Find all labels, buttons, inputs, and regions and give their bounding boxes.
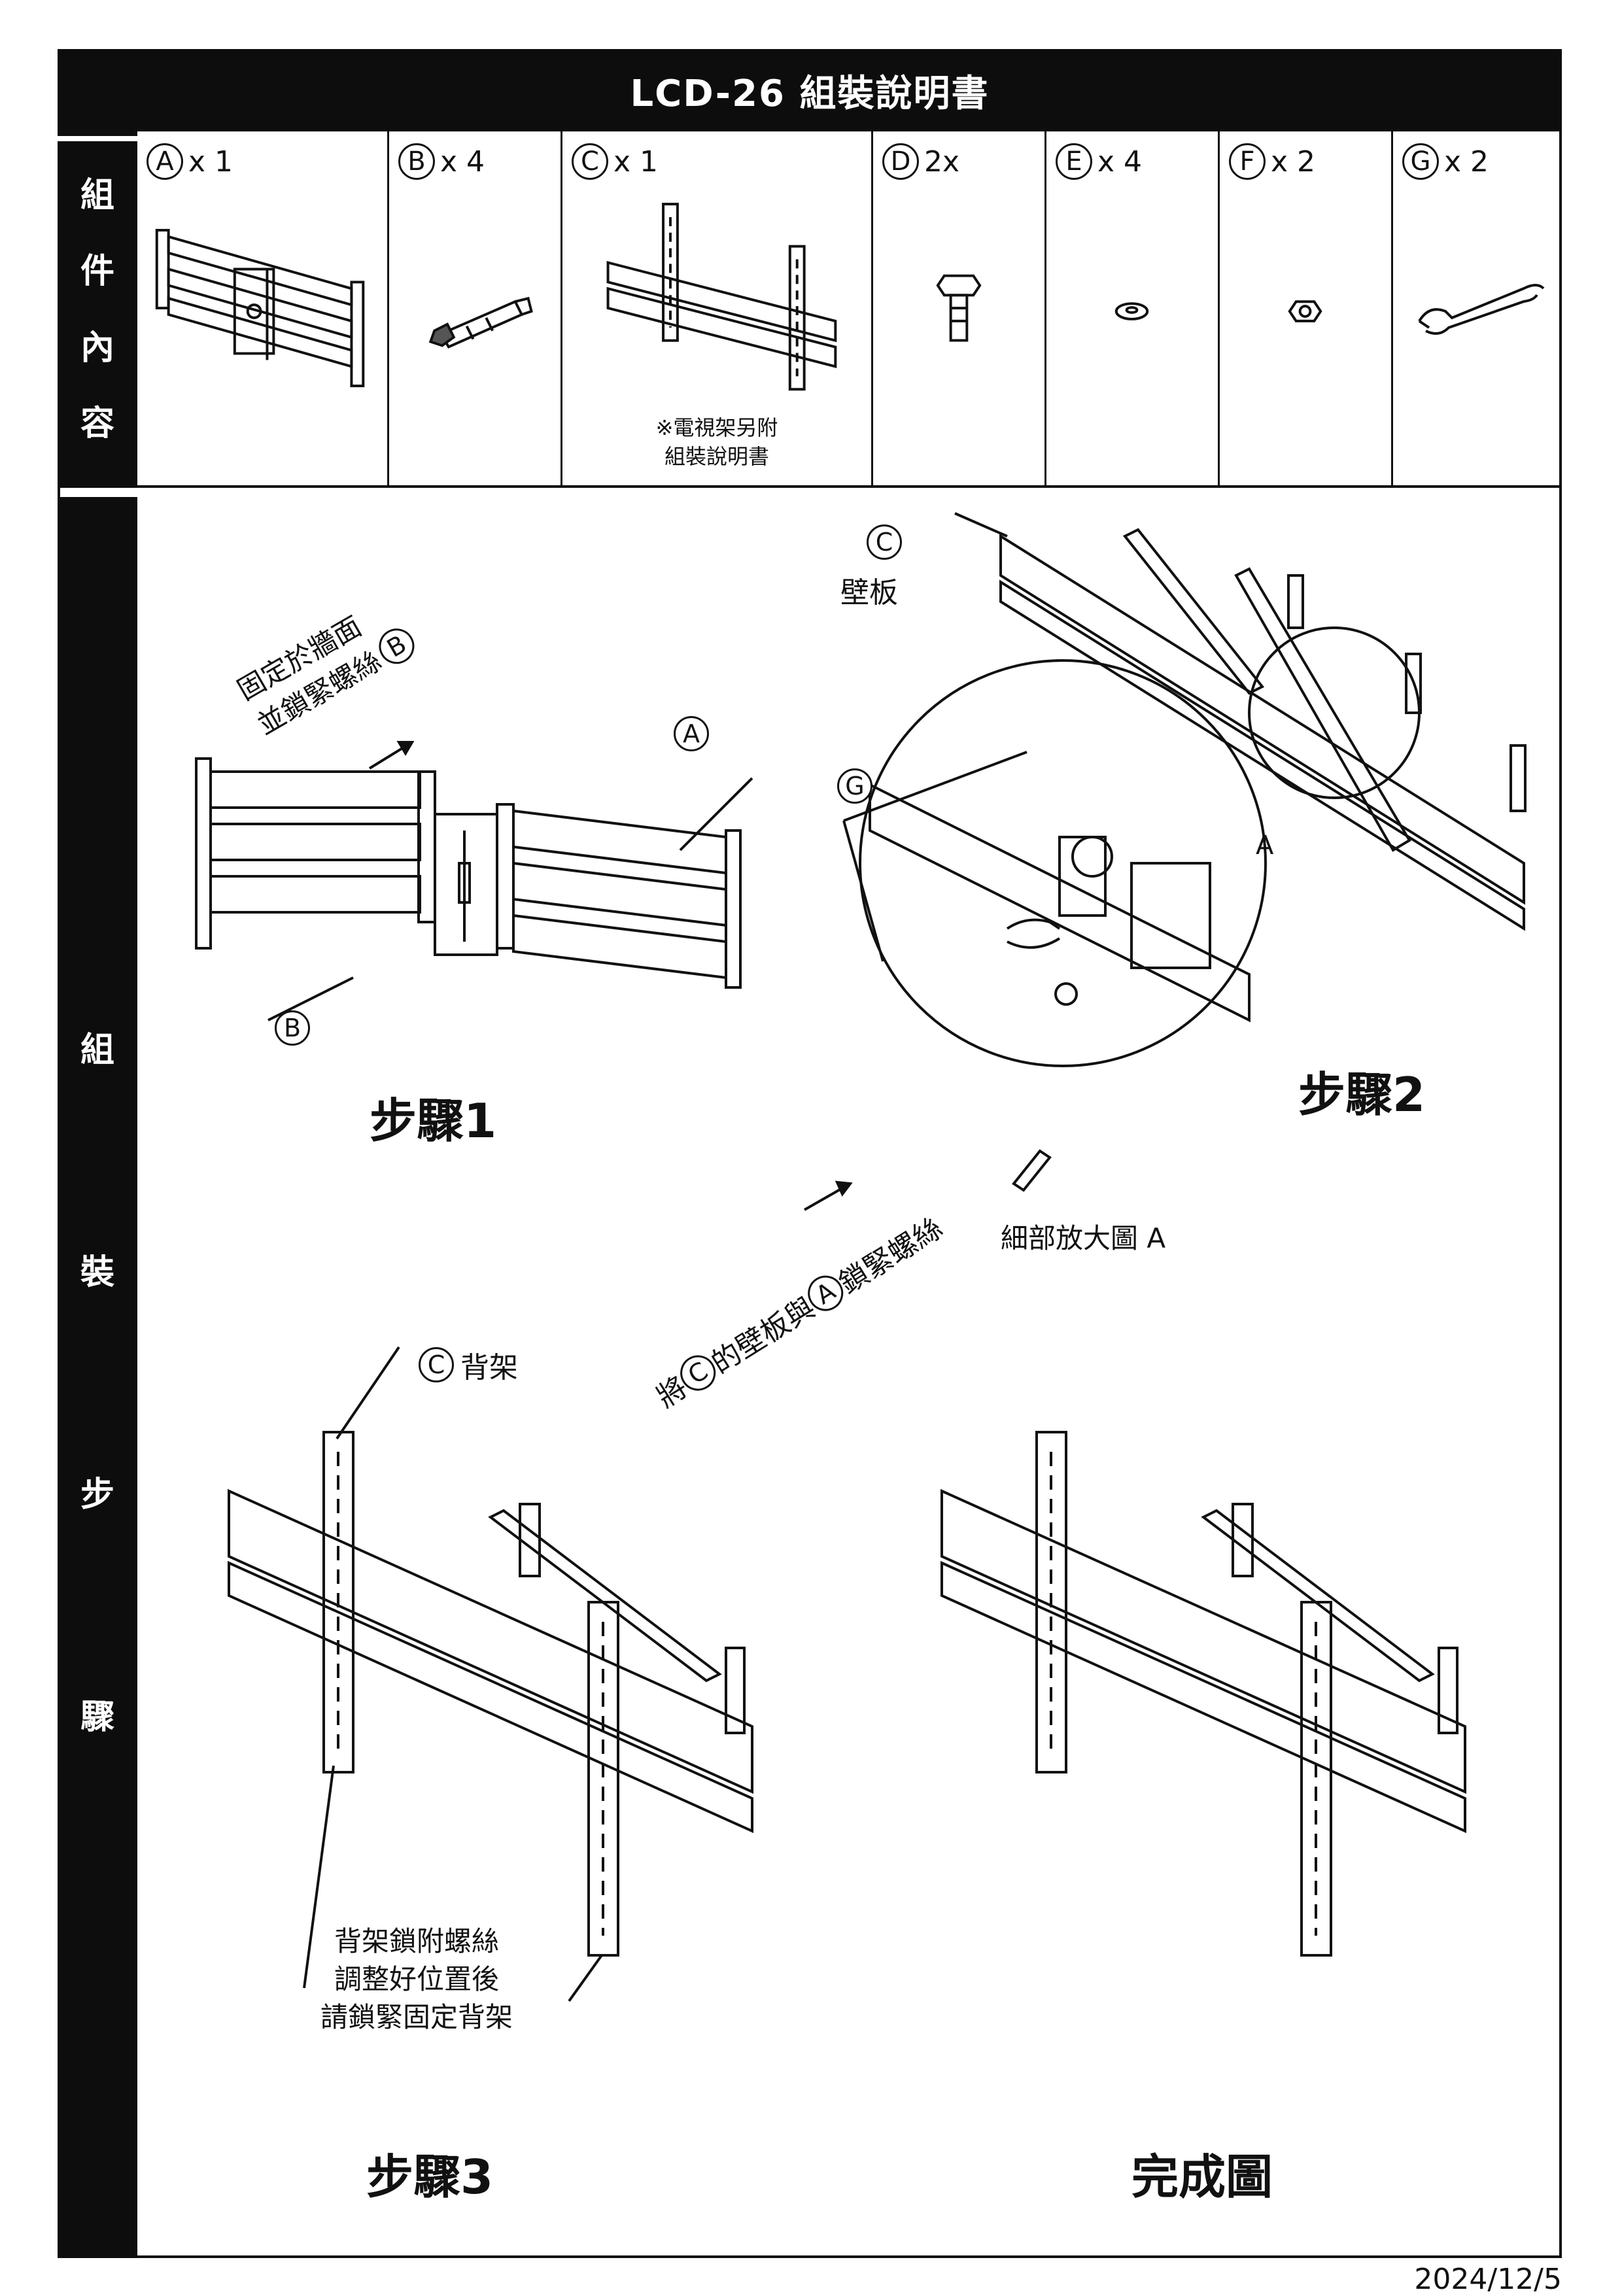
parts-table: A x 1 B x 4 xyxy=(137,131,1562,488)
step3-note-line: 調整好位置後 xyxy=(334,1963,500,1995)
side-accent xyxy=(58,136,137,141)
part-letter: B xyxy=(398,143,435,180)
final-drawing xyxy=(940,1431,1466,1957)
part-label: A x 1 xyxy=(147,143,233,180)
part-letter: G xyxy=(1402,143,1439,180)
part-letter: D xyxy=(882,143,919,180)
part-cell-c: C x 1 ※電視架另附 組裝說明書 xyxy=(562,131,873,485)
part-cell-g: G x 2 xyxy=(1393,131,1562,485)
callout-c: C xyxy=(419,1347,454,1382)
callout-g: G xyxy=(837,768,872,804)
part-letter: C xyxy=(572,143,608,180)
callout-a: A xyxy=(674,716,709,751)
part-note-line: ※電視架另附 xyxy=(655,415,778,440)
wall-arm-icon xyxy=(155,229,365,388)
side-label-assembly: 組 裝 步 驟 xyxy=(58,497,137,2258)
part-qty: x 1 xyxy=(188,145,233,179)
step3-drawing xyxy=(228,1346,753,2002)
side-char: 組 xyxy=(80,1031,114,1070)
step2-drawing xyxy=(954,512,1527,931)
part-letter: F xyxy=(1229,143,1266,180)
part-label: D 2x xyxy=(882,143,959,180)
callout-b: B xyxy=(275,1010,310,1046)
back-frame-icon xyxy=(606,203,837,391)
part-note-line: 組裝說明書 xyxy=(664,444,769,469)
side-char: 驟 xyxy=(80,1698,114,1737)
part-label: E x 4 xyxy=(1056,143,1142,180)
part-label: F x 2 xyxy=(1229,143,1315,180)
anchor-bolt-icon xyxy=(428,296,533,349)
part-label: G x 2 xyxy=(1402,143,1489,180)
step3-note-line: 請鎖緊固定背架 xyxy=(320,2001,513,2033)
nut-icon xyxy=(1288,300,1322,322)
part-qty: x 4 xyxy=(440,145,485,179)
part-cell-d: D 2x xyxy=(873,131,1046,485)
part-letter: A xyxy=(147,143,183,180)
part-letter: E xyxy=(1056,143,1092,180)
page-title: LCD-26 組裝說明書 xyxy=(58,49,1562,131)
part-qty: 2x xyxy=(924,145,960,179)
detail-caption: 細部放大圖 A xyxy=(1001,1222,1166,1254)
side-char: 步 xyxy=(80,1475,114,1515)
side-char: 裝 xyxy=(80,1253,114,1292)
bolt-icon xyxy=(936,274,982,342)
part-cell-f: F x 2 xyxy=(1220,131,1393,485)
step1-arm-drawing xyxy=(195,757,742,989)
side-char: 容 xyxy=(80,403,114,443)
step3-note: 背架鎖附螺絲 調整好位置後 請鎖緊固定背架 xyxy=(320,1923,513,2036)
part-cell-b: B x 4 xyxy=(389,131,562,485)
detail-a-drawing xyxy=(842,659,1267,1192)
part-qty: x 1 xyxy=(613,145,659,179)
side-char: 件 xyxy=(80,252,114,292)
washer-icon xyxy=(1114,302,1149,320)
document-date: 2024/12/5 xyxy=(1414,2263,1562,2296)
step3-note-line: 背架鎖附螺絲 xyxy=(334,1925,500,1957)
part-qty: x 2 xyxy=(1444,145,1489,179)
step1-label: 步驟1 xyxy=(370,1093,497,1148)
callout-c: C xyxy=(867,524,902,560)
back-frame-label: 背架 xyxy=(460,1351,518,1384)
part-note: ※電視架另附 組裝說明書 xyxy=(562,413,871,471)
part-qty: x 2 xyxy=(1271,145,1316,179)
part-qty: x 4 xyxy=(1097,145,1143,179)
part-label: B x 4 xyxy=(398,143,485,180)
wall-plate-label: 壁板 xyxy=(840,576,898,609)
side-label-parts: 組 件 內 容 xyxy=(58,131,137,488)
side-char: 內 xyxy=(80,328,114,368)
final-label: 完成圖 xyxy=(1131,2150,1273,2204)
step2-label: 步驟2 xyxy=(1298,1067,1426,1122)
part-cell-e: E x 4 xyxy=(1046,131,1220,485)
part-label: C x 1 xyxy=(572,143,658,180)
step3-callout: C 背架 xyxy=(419,1344,518,1386)
part-cell-a: A x 1 xyxy=(137,131,389,485)
side-char: 組 xyxy=(80,176,114,216)
wrench-icon xyxy=(1418,284,1545,335)
assembly-drawings xyxy=(195,512,1527,2002)
step3-label: 步驟3 xyxy=(366,2150,494,2204)
detail-marker: A xyxy=(1256,831,1274,861)
